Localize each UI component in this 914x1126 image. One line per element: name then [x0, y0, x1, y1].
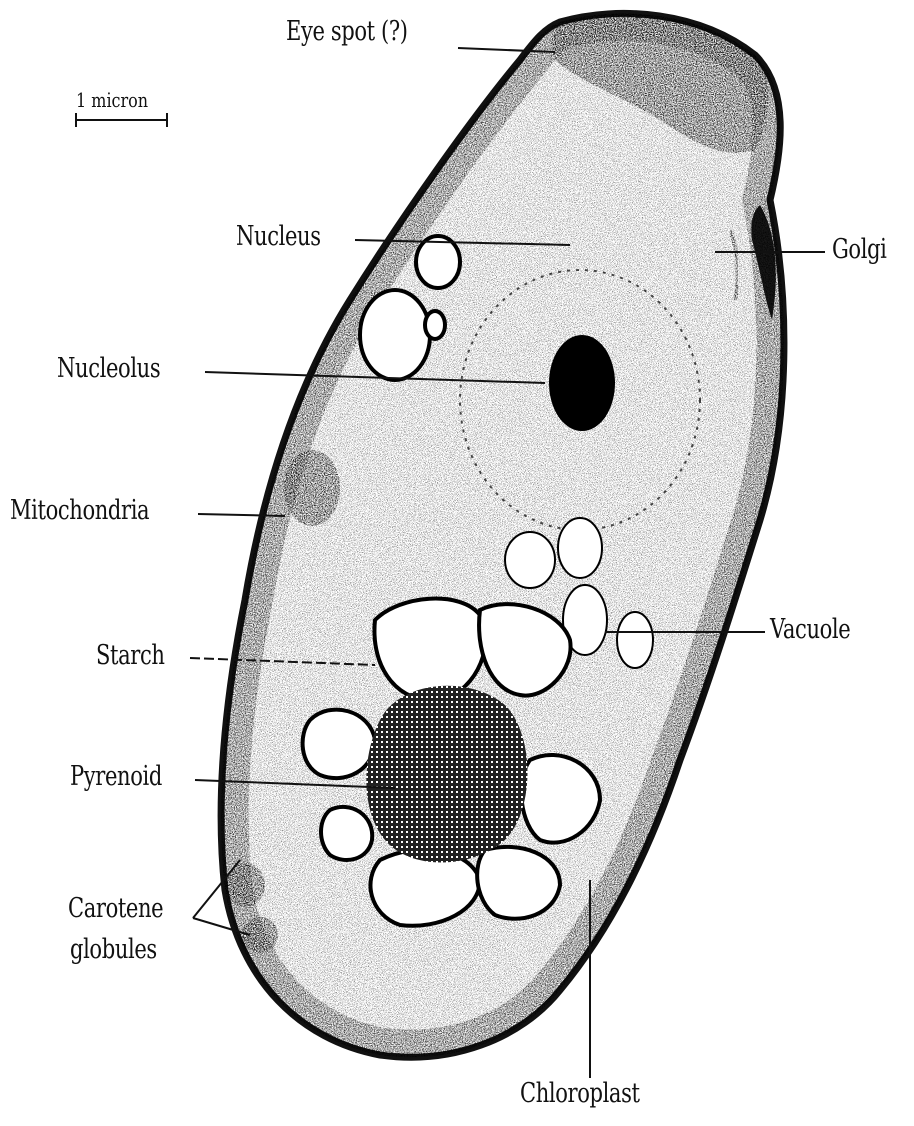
scale-bar-label: 1 micron — [76, 88, 148, 112]
pyrenoid-shape — [366, 686, 527, 863]
label-starch: Starch — [96, 642, 165, 669]
label-vacuole: Vacuole — [770, 616, 850, 643]
label-globules: globules — [70, 936, 157, 963]
label-nucleus: Nucleus — [236, 223, 321, 250]
label-mitochondria: Mitochondria — [10, 497, 149, 524]
label-nucleolus: Nucleolus — [57, 355, 160, 382]
label-golgi: Golgi — [832, 236, 887, 263]
label-eye-spot: Eye spot (?) — [286, 18, 408, 45]
nucleolus-shape — [549, 335, 615, 431]
scale-bar — [76, 113, 167, 127]
label-pyrenoid: Pyrenoid — [70, 763, 162, 790]
label-carotene: Carotene — [68, 895, 163, 922]
mitochondria-shape — [284, 450, 340, 526]
label-chloroplast: Chloroplast — [520, 1080, 640, 1107]
